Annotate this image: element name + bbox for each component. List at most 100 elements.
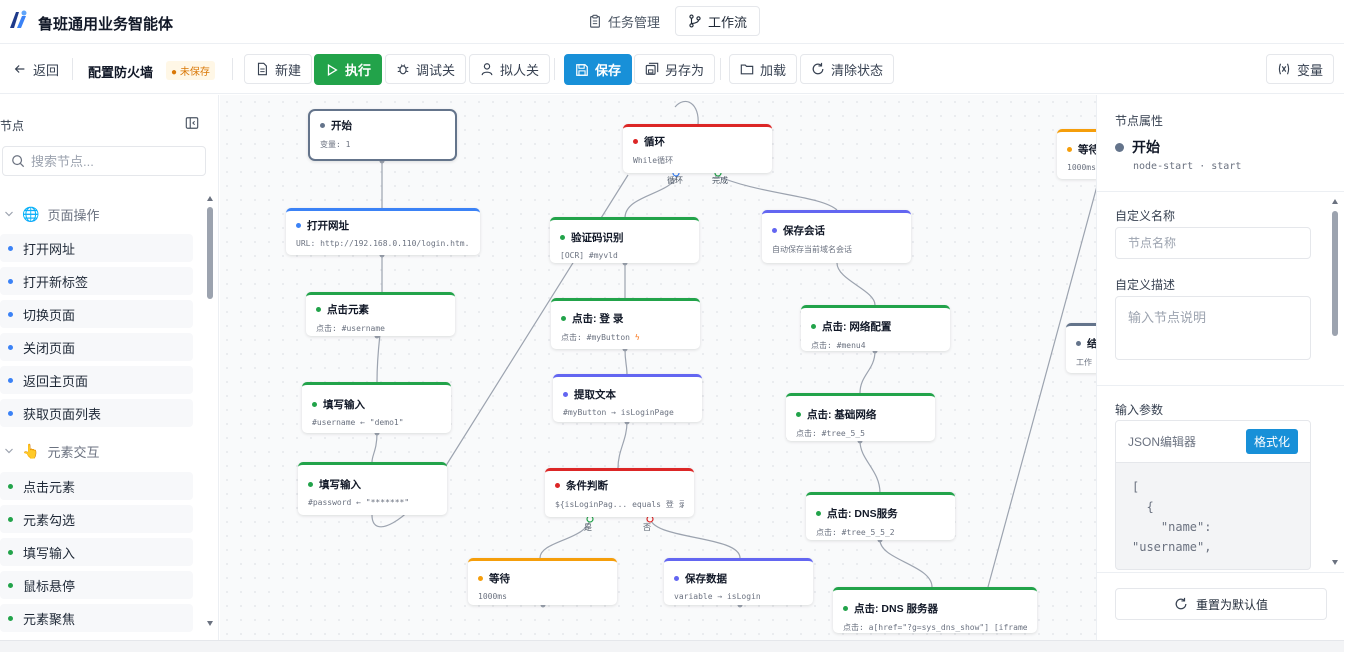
- node-item-focus[interactable]: 元素聚焦: [0, 604, 193, 632]
- node-loop[interactable]: 循环 While循环: [623, 124, 772, 173]
- node-start[interactable]: 开始 变量: 1: [308, 109, 457, 161]
- save-button[interactable]: 保存: [564, 54, 633, 85]
- divider: [720, 58, 721, 80]
- node-desc: 点击: #tree_5_5: [796, 429, 865, 438]
- category-element-interaction[interactable]: 👆 元素交互: [0, 436, 200, 466]
- node-dns-service[interactable]: 点击: DNS服务 点击: #tree_5_5_2: [806, 492, 955, 540]
- dot-icon: [8, 311, 13, 317]
- node-title: 条件判断: [566, 480, 608, 492]
- node-condition[interactable]: 条件判断 ${isLoginPag... equals 登 录: [545, 468, 694, 517]
- node-title: 填写输入: [323, 399, 365, 411]
- json-editor[interactable]: JSON编辑器 格式化 [ { "name": "username",: [1115, 420, 1311, 570]
- node-item-check[interactable]: 元素勾选: [0, 505, 193, 533]
- node-captcha[interactable]: 验证码识别 [OCR] #myvld: [550, 217, 699, 263]
- node-fill-username[interactable]: 填写输入 #username ← "demo1": [302, 382, 451, 433]
- node-net-config[interactable]: 点击: 网络配置 点击: #menu4: [801, 305, 950, 351]
- unsaved-badge: ● 未保存: [166, 61, 215, 80]
- node-item-switch-page[interactable]: 切换页面: [0, 300, 193, 328]
- node-item-open-tab[interactable]: 打开新标签: [0, 267, 193, 295]
- node-item-click[interactable]: 点击元素: [0, 472, 193, 500]
- dot-icon: [316, 307, 321, 312]
- custom-desc-label: 自定义描述: [1115, 278, 1176, 292]
- edge: [879, 539, 933, 588]
- workflow-name: 配置防火墙: [88, 65, 154, 80]
- dot-icon: [796, 412, 801, 417]
- node-wait-2[interactable]: 等待 1000ms: [1057, 129, 1096, 179]
- chevron-down-icon: [5, 211, 13, 217]
- node-desc: 点击: #menu4: [811, 341, 866, 350]
- input-params-label: 输入参数: [1115, 403, 1164, 417]
- category-label: 元素交互: [47, 444, 100, 460]
- node-end[interactable]: 结 工作: [1066, 323, 1096, 373]
- dot-icon: [633, 139, 638, 144]
- node-click-element[interactable]: 点击元素 点击: #username: [306, 292, 455, 336]
- chevron-down-icon: [5, 448, 13, 454]
- node-search-input[interactable]: [31, 153, 191, 169]
- node-save-session[interactable]: 保存会话 自动保存当前域名会话: [762, 210, 911, 263]
- dot-icon: [816, 511, 821, 516]
- node-title: 填写输入: [319, 479, 361, 491]
- run-button[interactable]: 执行: [314, 54, 383, 85]
- dot-icon: [1076, 341, 1081, 346]
- workflow-canvas[interactable]: 开始 变量: 1 打开网址 URL: http://192.168.0.110/…: [220, 95, 1096, 640]
- node-item-back-main[interactable]: 返回主页面: [0, 366, 193, 394]
- tab-workflow-label: 工作流: [708, 14, 748, 30]
- debug-toggle[interactable]: 调试关: [385, 54, 467, 84]
- format-button[interactable]: 格式化: [1245, 429, 1298, 454]
- node-desc: #password ← "*******": [308, 498, 410, 507]
- node-dns-server[interactable]: 点击: DNS 服务器 点击: a[href="?g=sys_dns_show"…: [833, 587, 1037, 633]
- dot-icon: [296, 223, 301, 228]
- refresh-icon: [1175, 597, 1187, 610]
- load-button[interactable]: 加载: [729, 54, 798, 84]
- collapse-sidebar-icon[interactable]: [185, 116, 199, 130]
- save-as-button[interactable]: 另存为: [634, 54, 716, 84]
- node-desc: 变量: 1: [320, 140, 351, 149]
- edge: [714, 174, 838, 211]
- node-title: 点击: DNS 服务器: [854, 603, 938, 615]
- divider: [232, 58, 233, 80]
- node-title: 循环: [644, 136, 665, 148]
- node-item-label: 元素勾选: [23, 512, 76, 528]
- node-item-label: 点击元素: [23, 479, 76, 495]
- node-search-box[interactable]: [2, 146, 206, 176]
- clear-state-button[interactable]: 清除状态: [800, 54, 895, 84]
- node-sidebar: 节点 🌐 页面操作 打开网址 打开新标签 切换页面 关闭页面 返回主页面 获取页…: [0, 95, 219, 640]
- node-item-fill[interactable]: 填写输入: [0, 538, 193, 566]
- back-button[interactable]: 返回: [2, 54, 71, 84]
- node-wait[interactable]: 等待 1000ms: [468, 558, 617, 605]
- node-title: 等待: [1078, 144, 1096, 156]
- node-save-data[interactable]: 保存数据 variable → isLogin: [664, 558, 813, 605]
- node-open-url[interactable]: 打开网址 URL: http://192.168.0.110/login.htm…: [286, 208, 480, 255]
- node-extract-text[interactable]: 提取文本 #myButton → isLoginPage: [553, 374, 702, 422]
- tab-task-management[interactable]: 任务管理: [576, 6, 672, 36]
- panel-scrollbar[interactable]: [1330, 197, 1340, 567]
- divider: [1097, 385, 1345, 386]
- category-page-ops[interactable]: 🌐 页面操作: [0, 199, 200, 229]
- dot-icon: [8, 278, 13, 284]
- custom-name-input[interactable]: [1115, 227, 1311, 259]
- tab-workflow[interactable]: 工作流: [675, 6, 761, 36]
- dot-icon: [320, 123, 325, 128]
- node-item-hover[interactable]: 鼠标悬停: [0, 571, 193, 599]
- page-scrollbar[interactable]: [1344, 0, 1366, 652]
- variables-button[interactable]: 变量: [1266, 54, 1335, 84]
- sidebar-scrollbar[interactable]: [205, 193, 215, 633]
- custom-desc-textarea[interactable]: [1115, 296, 1311, 360]
- json-content[interactable]: [ { "name": "username",: [1132, 480, 1212, 554]
- node-item-close-page[interactable]: 关闭页面: [0, 333, 193, 361]
- category-label: 页面操作: [47, 207, 100, 223]
- node-desc: 点击: #tree_5_5_2: [816, 528, 895, 537]
- new-button[interactable]: 新建: [244, 54, 313, 84]
- reset-default-button[interactable]: 重置为默认值: [1115, 588, 1327, 620]
- node-fill-password[interactable]: 填写输入 #password ← "*******": [298, 462, 447, 515]
- edge: [859, 440, 881, 494]
- node-item-open-url[interactable]: 打开网址: [0, 234, 193, 262]
- node-title: 点击: 登 录: [572, 313, 624, 325]
- new-label: 新建: [275, 62, 302, 78]
- node-click-login[interactable]: 点击: 登 录 点击: #myButton ϟ: [551, 298, 700, 349]
- node-base-network[interactable]: 点击: 基础网络 点击: #tree_5_5: [786, 393, 935, 441]
- node-item-page-list[interactable]: 获取页面列表: [0, 399, 193, 427]
- globe-icon: 🌐: [22, 205, 40, 222]
- persona-toggle[interactable]: 拟人关: [469, 54, 551, 84]
- selected-node-title: 开始: [1115, 137, 1160, 157]
